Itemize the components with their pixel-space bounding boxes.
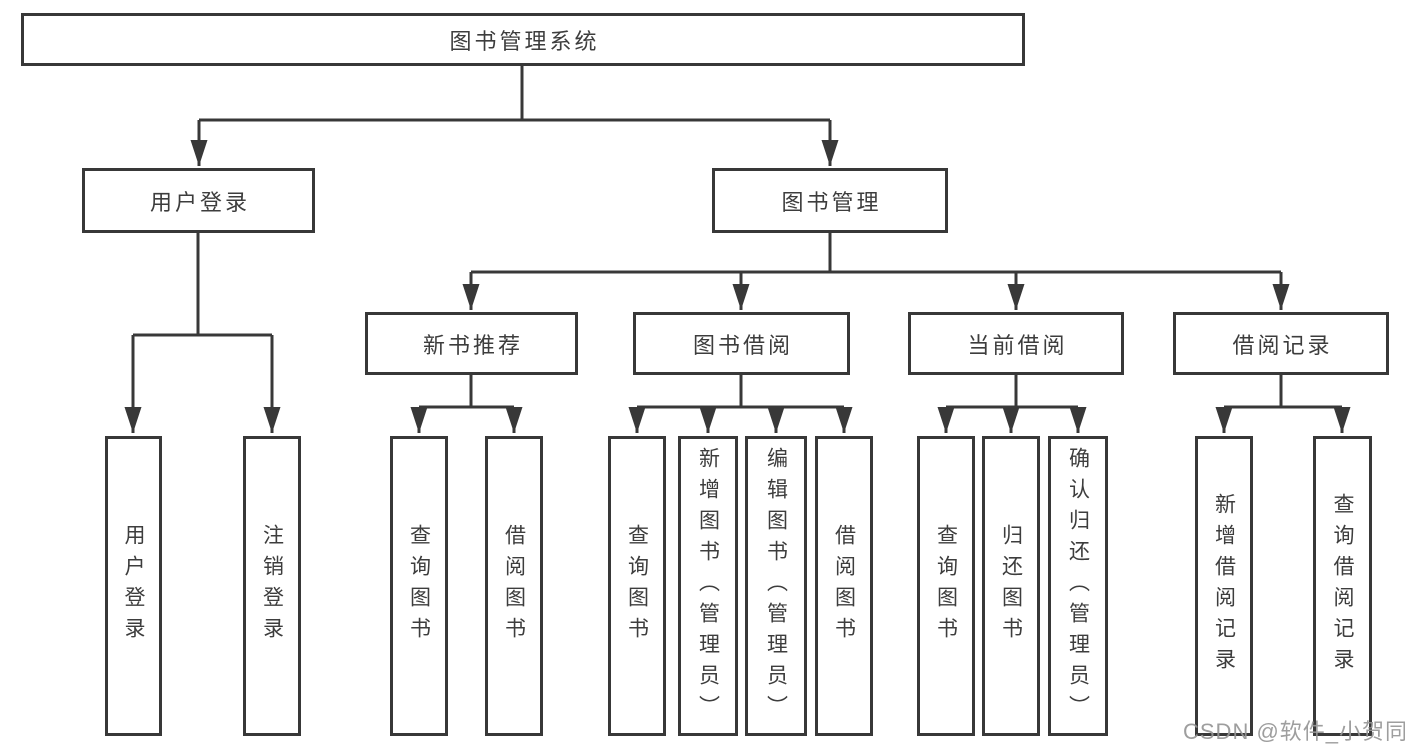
csdn-watermark: CSDN @软件_小贺同学 — [1183, 719, 1405, 744]
node-label: 图书管理系统 — [449, 28, 600, 54]
leaf-edit-books-admin: 编辑图书（管理员） — [745, 436, 807, 736]
leaf-confirm-return-admin: 确认归还（管理员） — [1048, 436, 1108, 736]
leaf-query-borrow-record: 查询借阅记录 — [1313, 436, 1372, 736]
node-label: 查询借阅记录 — [1331, 493, 1354, 679]
node-book-borrowing: 图书借阅 — [633, 312, 850, 375]
leaf-query-books-borrowing: 查询图书 — [608, 436, 666, 736]
node-label: 查询图书 — [407, 524, 431, 648]
node-label: 注销登录 — [260, 524, 284, 648]
node-current-borrowing: 当前借阅 — [908, 312, 1124, 375]
node-user-login: 用户登录 — [82, 168, 315, 233]
leaf-borrow-books-borrowing: 借阅图书 — [815, 436, 873, 736]
leaf-return-books: 归还图书 — [982, 436, 1040, 736]
node-label: 用户登录 — [122, 524, 145, 648]
node-label: 图书管理 — [781, 189, 882, 215]
node-label: 新增图书（管理员） — [696, 446, 720, 726]
node-label: 编辑图书（管理员） — [764, 446, 788, 726]
node-label: 借阅记录 — [1232, 332, 1333, 358]
leaf-add-books-admin: 新增图书（管理员） — [678, 436, 738, 736]
node-label: 借阅图书 — [502, 524, 526, 648]
node-label: 图书借阅 — [692, 332, 793, 358]
node-label: 新增借阅记录 — [1212, 493, 1236, 679]
leaf-user-login: 用户登录 — [105, 436, 162, 736]
node-label: 借阅图书 — [832, 524, 856, 648]
leaf-borrow-books-recommend: 借阅图书 — [485, 436, 543, 736]
node-library-management-system: 图书管理系统 — [21, 13, 1025, 66]
leaf-query-books-recommend: 查询图书 — [390, 436, 448, 736]
leaf-query-books-current: 查询图书 — [917, 436, 975, 736]
leaf-add-borrow-record: 新增借阅记录 — [1195, 436, 1253, 736]
node-label: 新书推荐 — [422, 332, 523, 358]
node-label: 确认归还（管理员） — [1066, 446, 1090, 726]
node-new-book-recommend: 新书推荐 — [365, 312, 578, 375]
node-borrowing-records: 借阅记录 — [1173, 312, 1389, 375]
leaf-logout-login: 注销登录 — [243, 436, 301, 736]
node-label: 当前借阅 — [967, 332, 1068, 358]
node-label: 查询图书 — [625, 524, 649, 648]
node-label: 归还图书 — [999, 524, 1023, 648]
node-label: 查询图书 — [934, 524, 958, 648]
node-book-management: 图书管理 — [712, 168, 948, 233]
node-label: 用户登录 — [149, 189, 250, 215]
